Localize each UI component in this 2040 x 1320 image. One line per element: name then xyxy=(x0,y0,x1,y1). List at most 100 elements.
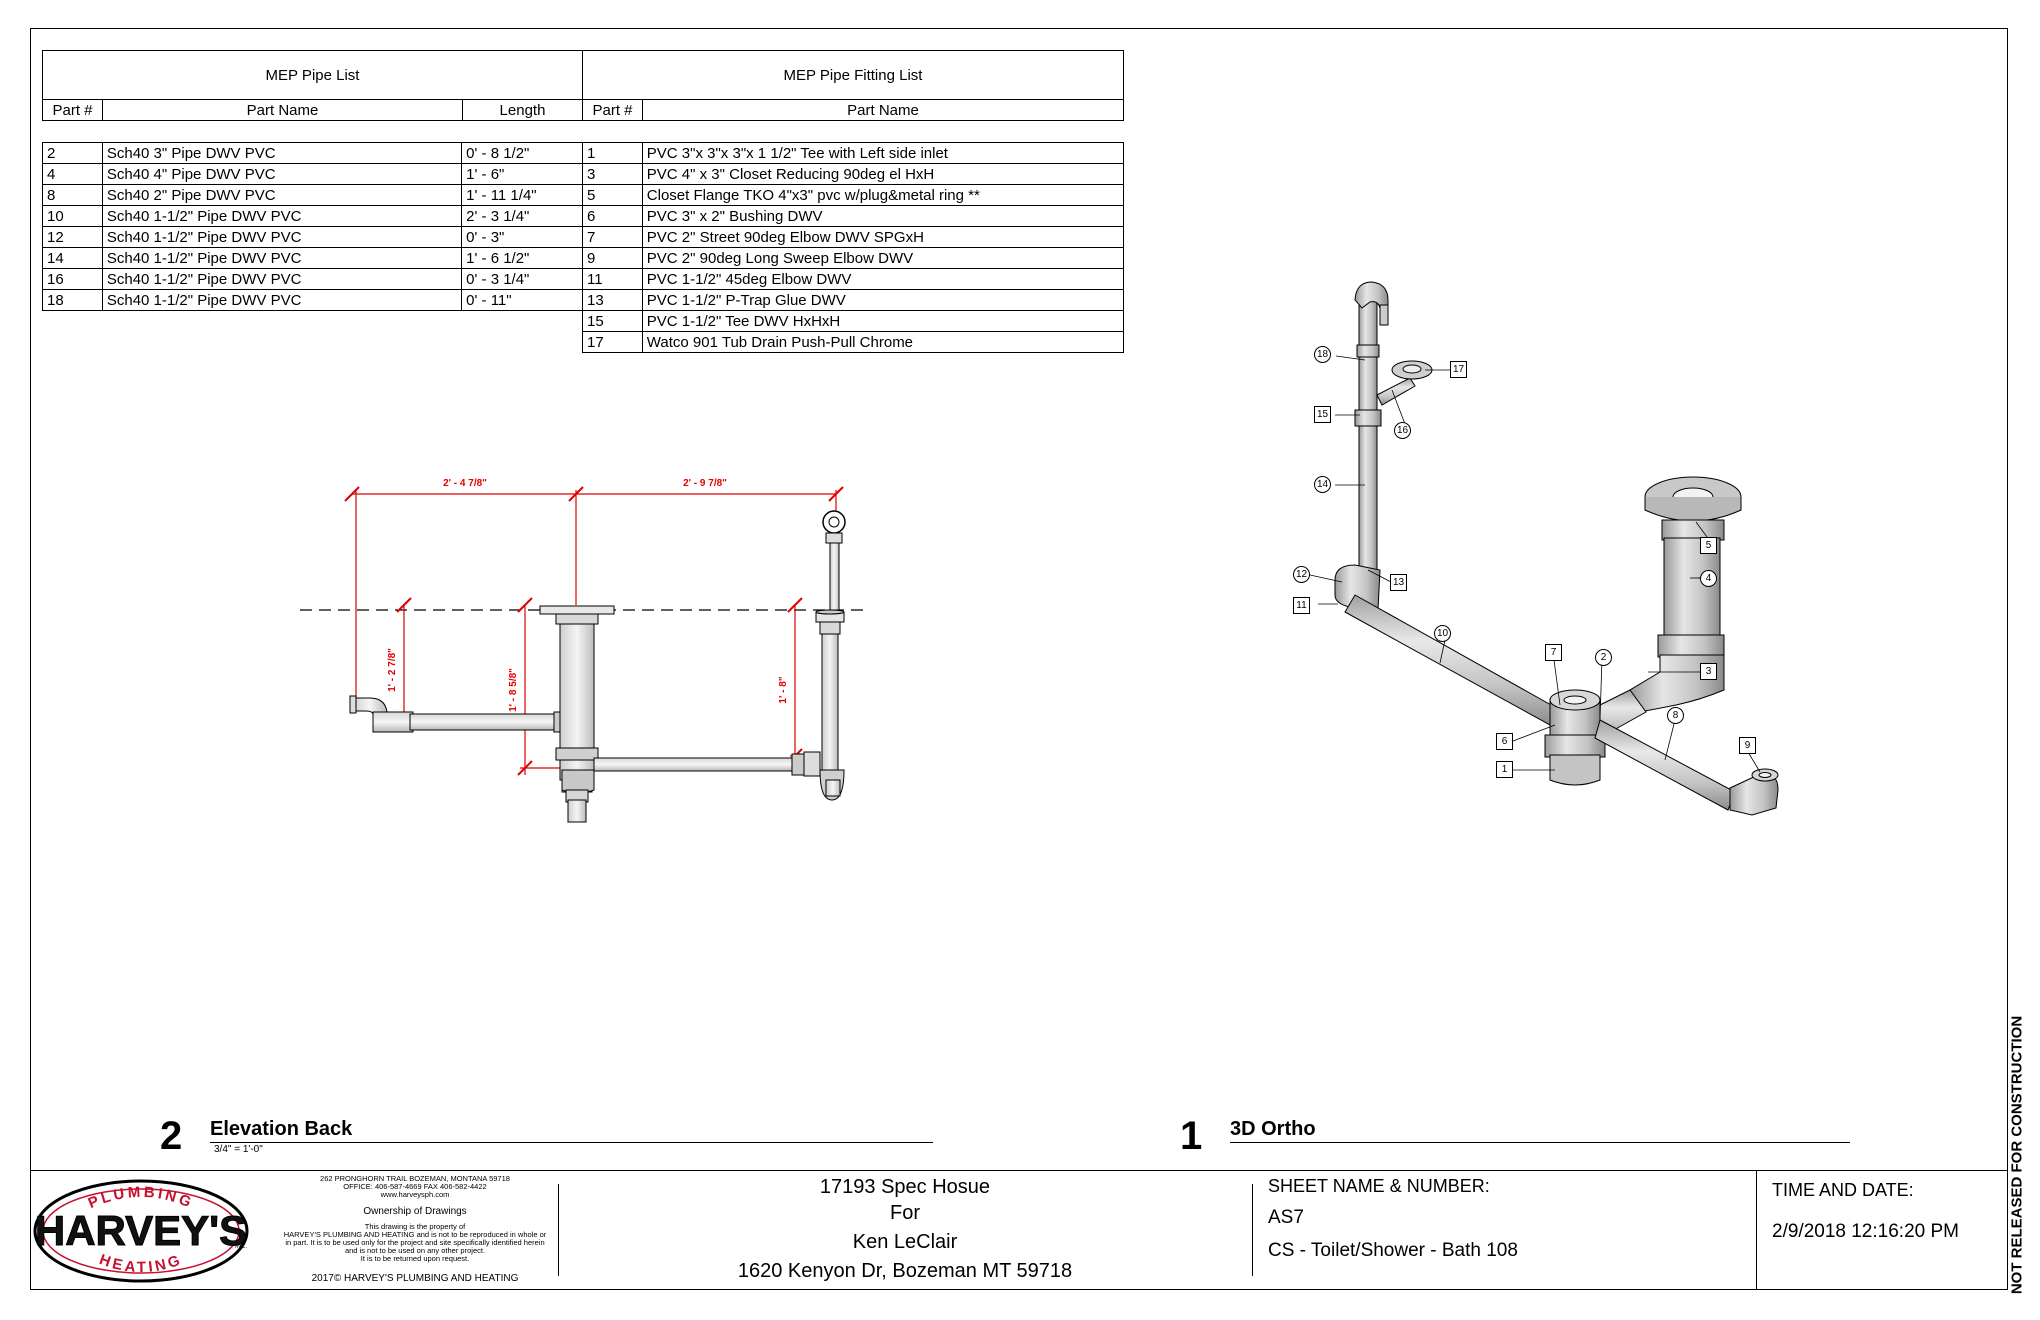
pipe-list-cell: 4 xyxy=(42,163,103,185)
pipe-list-cell: 14 xyxy=(42,247,103,269)
copyright: 2017© HARVEY'S PLUMBING AND HEATING xyxy=(311,1273,519,1284)
ortho-callout-box: 17 xyxy=(1450,361,1467,378)
pipe-list-cell: Sch40 1-1/2" Pipe DWV PVC xyxy=(101,247,463,269)
pipe-list-cell: 0' - 8 1/2" xyxy=(461,142,583,164)
sheet-label: SHEET NAME & NUMBER: xyxy=(1268,1176,1490,1196)
pipe-list-cell: 1' - 11 1/4" xyxy=(461,184,583,206)
pipe-col-name: Part Name xyxy=(102,99,463,121)
ownership-line-4: and is not to be used on any other proje… xyxy=(344,1246,486,1255)
ortho-callout-box: 6 xyxy=(1496,733,1513,750)
fitting-list-cell: Watco 901 Tub Drain Push-Pull Chrome xyxy=(641,331,1125,353)
ortho-callout-circle: 14 xyxy=(1314,476,1331,493)
pipe-list-title: MEP Pipe List xyxy=(42,50,583,100)
ortho-callout-circle: 2 xyxy=(1595,649,1612,666)
pipe-list-cell: 16 xyxy=(42,268,103,290)
fitting-list-cell: Closet Flange TKO 4"x3" pvc w/plug&metal… xyxy=(641,184,1125,206)
ortho-callout-box: 9 xyxy=(1739,737,1756,754)
harveys-logo: PLUMBING HEATING HARVEY'S INC. xyxy=(33,1179,249,1283)
fitting-list-cell: PVC 2" 90deg Long Sweep Elbow DWV xyxy=(641,247,1125,269)
ownership-line-3: in part. It is to be used only for the p… xyxy=(285,1238,545,1247)
fitting-list-cell: PVC 3"x 3"x 3"x 1 1/2" Tee with Left sid… xyxy=(641,142,1125,164)
pipe-list-cell: 1' - 6 1/2" xyxy=(461,247,583,269)
view-name-right: 3D Ortho xyxy=(1230,1118,1316,1140)
time-label: TIME AND DATE: xyxy=(1772,1180,1914,1200)
ortho-callout-box: 13 xyxy=(1390,574,1407,591)
sheet-name: CS - Toilet/Shower - Bath 108 xyxy=(1268,1240,1518,1261)
sheet-number: AS7 xyxy=(1268,1207,1304,1228)
company-website: www.harveysph.com xyxy=(380,1190,450,1199)
fitting-list-cell: PVC 1-1/2" 45deg Elbow DWV xyxy=(641,268,1125,290)
fitting-list-cell: PVC 1-1/2" Tee DWV HxHxH xyxy=(641,310,1125,332)
tb-divider-2 xyxy=(1252,1184,1253,1276)
drawing-sheet-border xyxy=(30,28,2008,1290)
pipe-list-cell: Sch40 1-1/2" Pipe DWV PVC xyxy=(101,205,463,227)
ortho-callout-box: 7 xyxy=(1545,644,1562,661)
fitting-list-cell: 9 xyxy=(582,247,643,269)
pipe-list-cell: 18 xyxy=(42,289,103,311)
fitting-list-cell: 15 xyxy=(582,310,643,332)
ortho-callout-circle: 10 xyxy=(1434,625,1451,642)
pipe-list-cell: Sch40 1-1/2" Pipe DWV PVC xyxy=(101,289,463,311)
client-name: Ken LeClair xyxy=(852,1231,958,1253)
pipe-list-cell: Sch40 1-1/2" Pipe DWV PVC xyxy=(101,226,463,248)
pipe-list-cell: 1' - 6" xyxy=(461,163,583,185)
pipe-list-cell: Sch40 4" Pipe DWV PVC xyxy=(101,163,463,185)
view-number-left: 2 xyxy=(160,1114,183,1158)
ortho-callout-box: 15 xyxy=(1314,406,1331,423)
ortho-callout-box: 3 xyxy=(1700,663,1717,680)
fitting-list-cell: 5 xyxy=(582,184,643,206)
pipe-list-cell: 0' - 3" xyxy=(461,226,583,248)
project-for: For xyxy=(890,1202,920,1224)
fitting-list-cell: PVC 1-1/2" P-Trap Glue DWV xyxy=(641,289,1125,311)
pipe-list-cell: 10 xyxy=(42,205,103,227)
fitting-list-cell: 1 xyxy=(582,142,643,164)
pipe-list-cell: 2' - 3 1/4" xyxy=(461,205,583,227)
view-name-left: Elevation Back xyxy=(210,1118,353,1140)
fitting-list-cell: 3 xyxy=(582,163,643,185)
pipe-col-part: Part # xyxy=(42,99,103,121)
fitting-col-part: Part # xyxy=(582,99,643,121)
not-released-text: NOT RELEASED FOR CONSTRUCTION xyxy=(2008,1015,2026,1295)
ortho-callout-box: 11 xyxy=(1293,597,1310,614)
ortho-callout-circle: 18 xyxy=(1314,346,1331,363)
fitting-list-cell: 7 xyxy=(582,226,643,248)
project-name: 17193 Spec Hosue xyxy=(819,1176,991,1198)
ortho-callout-circle: 8 xyxy=(1667,707,1684,724)
title-block xyxy=(30,1170,2008,1172)
ortho-callout-circle: 16 xyxy=(1394,422,1411,439)
pipe-list-cell: 12 xyxy=(42,226,103,248)
pipe-list-cell: 2 xyxy=(42,142,103,164)
fitting-list-cell: 17 xyxy=(582,331,643,353)
tb-divider-1 xyxy=(558,1184,559,1276)
fitting-list-cell: 13 xyxy=(582,289,643,311)
ortho-callout-circle: 4 xyxy=(1700,570,1717,587)
ownership-title: Ownership of Drawings xyxy=(363,1206,467,1217)
ortho-callout-box: 5 xyxy=(1700,537,1717,554)
pipe-col-length: Length xyxy=(462,99,583,121)
time-value: 2/9/2018 12:16:20 PM xyxy=(1772,1221,1959,1242)
view-underline-left xyxy=(210,1142,933,1143)
fitting-col-name: Part Name xyxy=(642,99,1124,121)
pipe-list-cell: Sch40 3" Pipe DWV PVC xyxy=(101,142,463,164)
ownership-line-5: It is to be returned upon request. xyxy=(360,1254,470,1263)
company-address: 262 PRONGHORN TRAIL BOZEMAN, MONTANA 597… xyxy=(320,1174,510,1183)
view-scale-left: 3/4" = 1'-0" xyxy=(214,1144,263,1155)
fitting-list-cell: 6 xyxy=(582,205,643,227)
fitting-list-title: MEP Pipe Fitting List xyxy=(582,50,1124,100)
ortho-callout-box: 1 xyxy=(1496,761,1513,778)
